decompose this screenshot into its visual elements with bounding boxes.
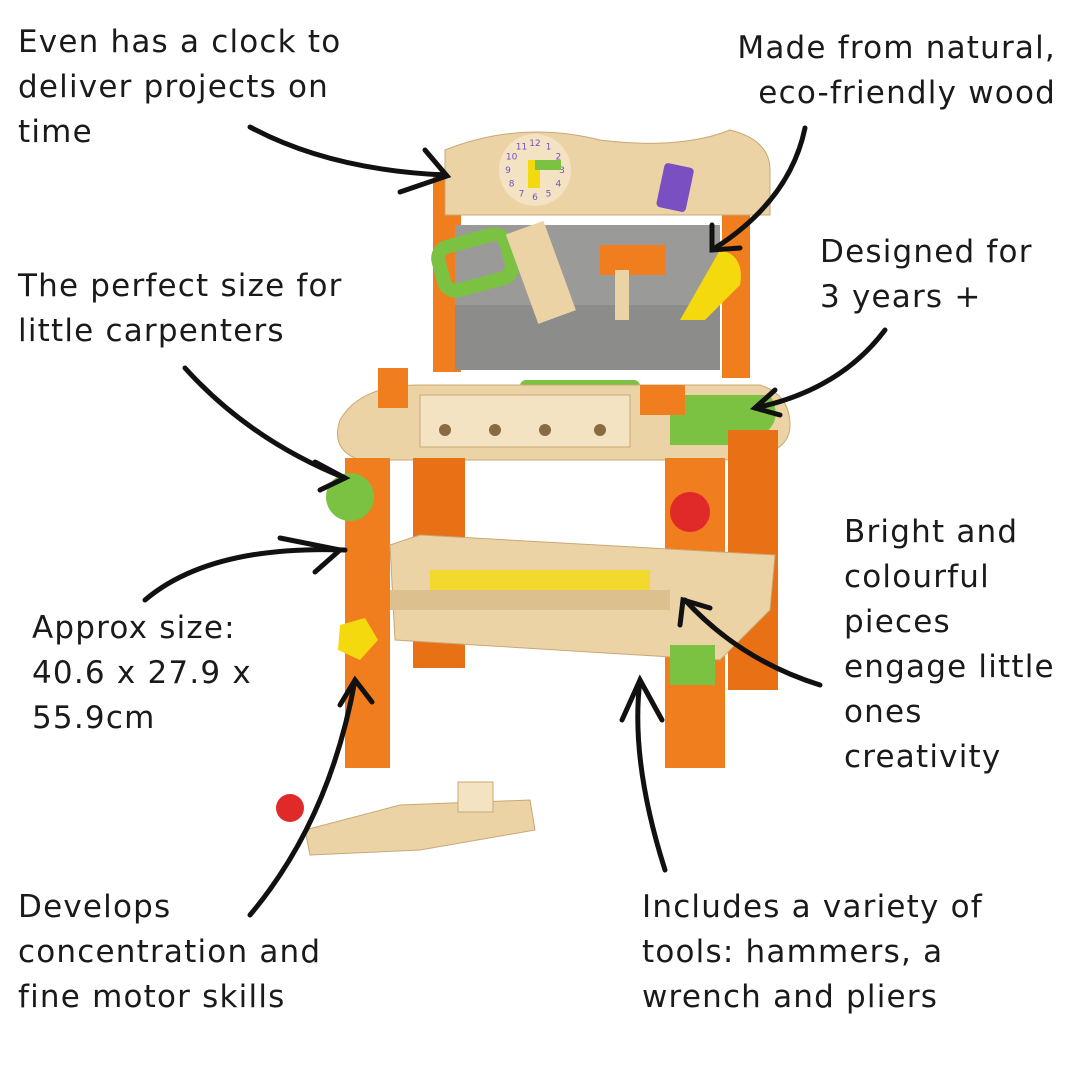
caption-dimensions: Approx size: 40.6 x 27.9 x 55.9cm (32, 606, 252, 741)
caption-line: ones (844, 694, 923, 730)
caption-line: eco-friendly wood (758, 75, 1056, 111)
arrowhead-icon (619, 674, 665, 723)
arrowhead-icon (709, 222, 743, 253)
caption-line: Approx size: (32, 610, 236, 646)
wooden-block (419, 394, 631, 448)
green-nut-icon (670, 645, 715, 685)
clock-numeral: 8 (509, 180, 515, 190)
caption-line: deliver projects on (18, 69, 330, 105)
arrow-age (752, 327, 888, 411)
caption-line: little carpenters (18, 313, 285, 349)
caption-line: creativity (844, 739, 1002, 775)
caption-line: 55.9cm (32, 700, 156, 736)
caption-skills: Develops concentration and fine motor sk… (18, 885, 321, 1020)
clock-numeral: 1 (546, 143, 552, 153)
nut-icon (640, 385, 685, 415)
caption-age: Designed for 3 years + (820, 230, 1033, 320)
caption-line: Includes a variety of (642, 889, 983, 925)
ruler-icon (505, 220, 576, 324)
arrow-colour (682, 597, 823, 688)
caption-line: time (18, 114, 93, 150)
arrowhead-icon (337, 675, 375, 708)
apron-pocket (455, 305, 720, 370)
toy-phone-icon (656, 163, 694, 212)
caption-line: concentration and (18, 934, 322, 970)
arrowhead-icon (677, 596, 713, 628)
arrow-dimensions (142, 547, 348, 603)
caption-colour: Bright and colourful pieces engage littl… (844, 510, 1055, 780)
caption-line: Develops (18, 889, 172, 925)
hammer-handle (615, 270, 629, 320)
arrowhead-icon (312, 459, 351, 493)
red-bolt-icon (276, 794, 304, 822)
caption-clock: Even has a clock to deliver projects on … (18, 20, 341, 155)
arrow-skills (247, 677, 358, 918)
caption-line: engage little (844, 649, 1055, 685)
saw-icon (431, 227, 520, 298)
clock-numeral: 7 (519, 189, 525, 199)
arrow-size-fit (182, 365, 348, 481)
arrowhead-icon (749, 387, 783, 418)
arrowhead-icon (397, 147, 452, 195)
yellow-bolt-icon (338, 618, 378, 660)
green-peg (326, 473, 374, 521)
arrow-tools (635, 677, 668, 873)
caption-line: tools: hammers, a (642, 934, 944, 970)
clock-numeral: 9 (505, 166, 511, 176)
clock-numeral: 10 (506, 153, 518, 163)
backboard (444, 129, 771, 216)
red-bolt-icon (670, 492, 710, 532)
arrowhead-icon (277, 535, 346, 575)
shelf-pieces (390, 590, 670, 610)
arrow-wood (712, 125, 808, 251)
clock-numeral: 12 (529, 139, 540, 149)
nut-icon (378, 368, 408, 408)
caption-line: Even has a clock to (18, 24, 342, 60)
caption-line: 3 years + (820, 279, 982, 315)
arrow-clock (247, 124, 448, 178)
clock-numeral: 6 (532, 193, 538, 203)
caption-line: Bright and (844, 514, 1019, 550)
caption-line: wrench and pliers (642, 979, 939, 1015)
clock-numeral: 5 (546, 189, 552, 199)
caption-wood: Made from natural, eco-friendly wood (737, 26, 1056, 116)
clock-numeral: 3 (559, 166, 565, 176)
caption-line: fine motor skills (18, 979, 286, 1015)
caption-line: colourful (844, 559, 990, 595)
caption-line: 40.6 x 27.9 x (32, 655, 252, 691)
caption-line: Designed for (820, 234, 1033, 270)
wooden-nut (457, 781, 494, 813)
hammer-icon (600, 245, 665, 275)
caption-line: Made from natural, (737, 30, 1056, 66)
clock-numeral: 11 (516, 143, 527, 153)
clock-numeral: 4 (556, 180, 562, 190)
wrench-icon (680, 250, 741, 320)
caption-tools: Includes a variety of tools: hammers, a … (642, 885, 983, 1020)
wooden-pieces (304, 799, 536, 856)
clock-hand-icon (535, 160, 561, 170)
annotation-arrows (142, 124, 888, 918)
caption-line: pieces (844, 604, 951, 640)
caption-line: The perfect size for (18, 268, 343, 304)
caption-size-fit: The perfect size for little carpenters (18, 264, 343, 354)
clock-numeral: 2 (556, 153, 562, 163)
